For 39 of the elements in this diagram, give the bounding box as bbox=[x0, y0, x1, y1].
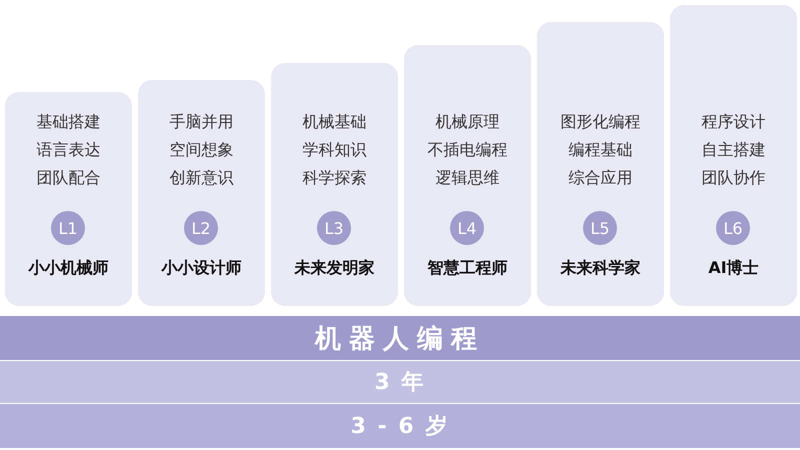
level-badge: L1 bbox=[51, 211, 85, 245]
level-card bbox=[670, 5, 797, 306]
skill-text: 手脑并用 bbox=[168, 112, 234, 132]
level-title: 小小设计师 bbox=[160, 258, 242, 279]
level-badge: L5 bbox=[583, 211, 617, 245]
skill-text: 综合应用 bbox=[568, 168, 634, 188]
skill-text: 程序设计 bbox=[700, 112, 766, 132]
level-card bbox=[537, 22, 664, 306]
level-title: 智慧工程师 bbox=[426, 258, 508, 279]
level-badge: L3 bbox=[317, 211, 351, 245]
level-badge: L6 bbox=[716, 211, 750, 245]
level-badge: L4 bbox=[450, 211, 484, 245]
level-title: AI博士 bbox=[707, 258, 760, 279]
skill-text: 创新意识 bbox=[168, 168, 234, 188]
level-title: 未来发明家 bbox=[293, 258, 376, 279]
skill-text: 机械原理 bbox=[434, 112, 500, 132]
skill-text: 机械基础 bbox=[302, 112, 368, 132]
course-band: 机器人编程 bbox=[0, 316, 800, 360]
skill-text: 科学探索 bbox=[302, 168, 368, 188]
skill-text: 图形化编程 bbox=[560, 112, 642, 132]
skill-text: 学科知识 bbox=[302, 140, 368, 160]
level-card bbox=[5, 92, 132, 306]
skill-text: 空间想象 bbox=[168, 140, 234, 160]
skill-text: 团队协作 bbox=[700, 168, 766, 188]
skill-text: 自主搭建 bbox=[700, 140, 766, 160]
level-badge: L2 bbox=[184, 211, 218, 245]
duration-band: 3 年 bbox=[0, 361, 800, 403]
level-card bbox=[138, 80, 265, 306]
level-title: 小小机械师 bbox=[27, 258, 110, 279]
skill-text: 语言表达 bbox=[36, 140, 102, 160]
skill-text: 基础搭建 bbox=[36, 112, 102, 132]
level-card bbox=[404, 45, 531, 306]
skill-text: 逻辑思维 bbox=[434, 168, 500, 188]
skill-text: 编程基础 bbox=[568, 140, 634, 160]
age-band: 3 - 6 岁 bbox=[0, 404, 800, 448]
skill-text: 团队配合 bbox=[36, 168, 102, 188]
level-title: 未来科学家 bbox=[559, 258, 642, 279]
level-card bbox=[271, 63, 398, 306]
skill-text: 不插电编程 bbox=[426, 140, 508, 160]
